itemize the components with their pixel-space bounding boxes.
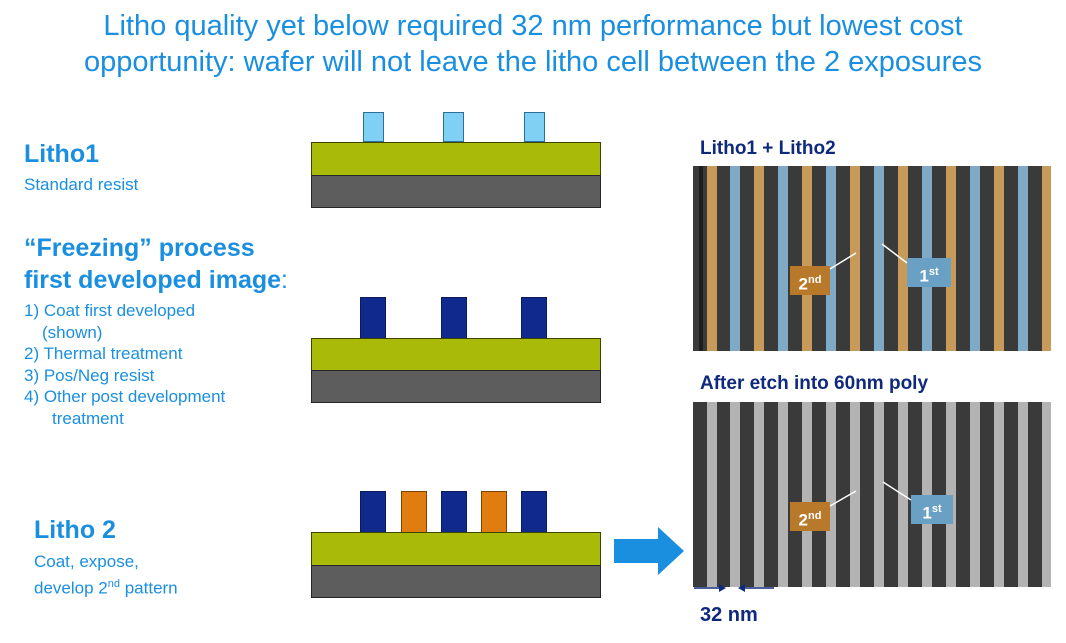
hardmask-layer: [311, 532, 601, 566]
freezing-heading-colon: :: [281, 266, 288, 294]
litho1-heading: Litho1: [24, 140, 99, 168]
frozen-resist-line: [360, 297, 386, 339]
sem-top-leader-lines: [829, 243, 908, 270]
tag-text: 2: [798, 510, 808, 530]
frozen-resist-line: [360, 491, 386, 533]
tag-text: 1: [922, 503, 932, 523]
freezing-step-1: 1) Coat first developed: [24, 301, 196, 320]
sem-image-etched: 2nd 1st: [693, 402, 1051, 587]
litho1-subtitle: Standard resist: [24, 175, 139, 194]
frozen-resist-line: [521, 297, 547, 339]
litho2-subtitle-line-2: develop 2nd pattern: [34, 574, 178, 599]
freezing-step-4: 4) Other post development: [24, 387, 226, 406]
litho2-sub-pre: develop 2: [34, 578, 108, 598]
second-exposure-tag: 2nd: [790, 266, 830, 295]
freezing-step-3: 3) Pos/Neg resist: [24, 365, 155, 385]
litho2-sub-post: pattern: [119, 578, 178, 598]
hardmask-layer: [311, 142, 601, 176]
sem-bottom-leader-lines: [829, 481, 912, 507]
poly-substrate-layer: [311, 175, 601, 208]
poly-substrate-layer: [311, 370, 601, 403]
slide-title: Litho quality yet below required 32 nm p…: [0, 8, 1066, 80]
frozen-resist-line: [441, 491, 467, 533]
tag-sup: nd: [808, 510, 822, 522]
dimension-label: 32 nm: [700, 604, 758, 626]
second-resist-line: [481, 491, 507, 533]
sem-top-heading: Litho1 + Litho2: [700, 138, 836, 159]
slide-title-line-2: opportunity: wafer will not leave the li…: [84, 46, 982, 78]
freezing-step-4-cont: treatment: [52, 408, 124, 428]
dimension-arrows-icon: [694, 584, 774, 592]
tag-text: 1: [919, 266, 929, 286]
freezing-heading-line-2: first developed image:: [24, 266, 288, 295]
slide-title-line-1: Litho quality yet below required 32 nm p…: [103, 10, 963, 42]
tag-sup: st: [928, 266, 939, 278]
litho2-subtitle-line-1: Coat, expose,: [34, 552, 139, 571]
freezing-heading-text: first developed image: [24, 266, 282, 294]
hardmask-layer: [311, 338, 601, 371]
litho2-heading: Litho 2: [34, 516, 116, 544]
litho1-resist-line: [524, 112, 545, 142]
freezing-step-1-cont: (shown): [42, 322, 103, 342]
freezing-step-2: 2) Thermal treatment: [24, 344, 183, 363]
tag-text: 2: [798, 274, 808, 294]
second-exposure-tag: 2nd: [790, 502, 830, 531]
frozen-resist-line: [521, 491, 547, 533]
tag-sup: nd: [808, 274, 822, 286]
second-resist-line: [401, 491, 427, 533]
tag-sup: st: [931, 503, 942, 515]
freezing-steps-list: 1) Coat first developed (shown) 2) Therm…: [24, 300, 225, 429]
sem-image-litho: 2nd 1st: [693, 166, 1051, 351]
litho2-sub-sup: nd: [107, 578, 120, 590]
poly-substrate-layer: [311, 565, 601, 598]
sem-bottom-heading: After etch into 60nm poly: [700, 373, 929, 394]
litho1-resist-line: [443, 112, 464, 142]
right-arrow-icon: [614, 527, 684, 575]
frozen-resist-line: [441, 297, 467, 339]
litho1-resist-line: [363, 112, 384, 142]
first-exposure-tag: 1st: [911, 495, 953, 524]
first-exposure-tag: 1st: [907, 258, 951, 287]
freezing-heading-line-1: “Freezing” process: [24, 234, 255, 262]
